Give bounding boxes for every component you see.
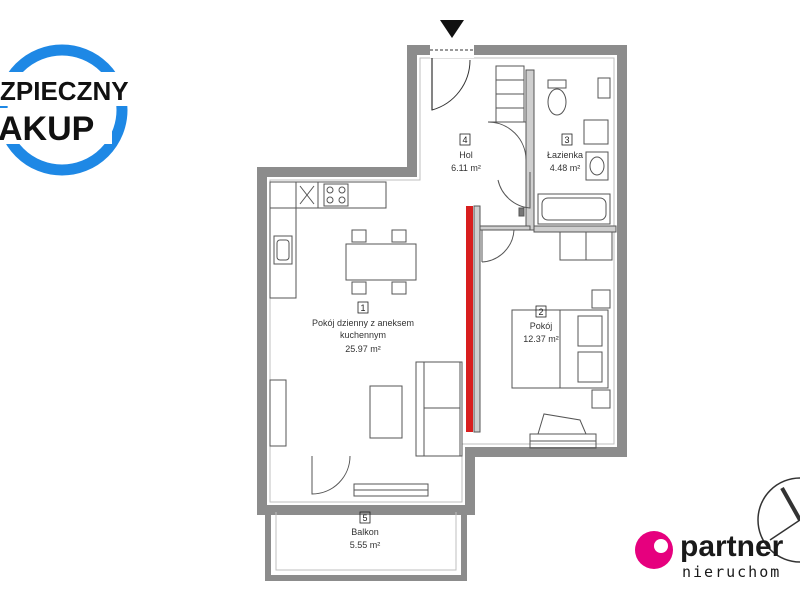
room-area: 12.37 m² <box>523 334 559 344</box>
balcony-door <box>311 455 429 497</box>
partner-logo: partner nieruchom <box>635 530 784 581</box>
room-pokoj-dzienny: 1 Pokój dzienny z aneksem kuchennym 25.9… <box>312 301 414 354</box>
kitchen-counter <box>269 181 387 299</box>
room-hol: 4 Hol 6.11 m² <box>451 133 481 173</box>
coffee-table <box>369 385 403 439</box>
room-number: 5 <box>362 513 367 523</box>
dining-table <box>345 229 417 295</box>
interior-walls <box>473 69 617 433</box>
room-name-cont: kuchennym <box>340 330 386 340</box>
bedroom-window <box>529 413 597 449</box>
logo-name: partner <box>680 530 784 563</box>
room-area: 25.97 m² <box>345 344 381 354</box>
bed <box>511 289 611 409</box>
room-name: Pokój <box>530 321 553 331</box>
outer-walls <box>257 45 627 515</box>
bedroom-wardrobe <box>559 231 613 261</box>
room-name: Balkon <box>351 527 379 537</box>
room-name: Pokój dzienny z aneksem <box>312 318 414 328</box>
bathroom-door <box>497 172 531 217</box>
badge-line1: ZPIECZNY <box>0 76 129 106</box>
room-number: 2 <box>538 307 543 317</box>
highlighted-wall <box>466 206 473 432</box>
room-area: 4.48 m² <box>550 163 581 173</box>
compass-icon <box>757 477 800 563</box>
safe-purchase-badge: ZPIECZNY AKUP <box>0 44 134 176</box>
logo-subtitle: nieruchom <box>682 563 781 581</box>
room-balkon: 5 Balkon 5.55 m² <box>350 511 381 550</box>
room-number: 3 <box>564 135 569 145</box>
hall-wardrobe <box>487 65 527 161</box>
room-area: 6.11 m² <box>451 163 481 173</box>
bathroom-fixtures <box>537 77 611 225</box>
room-number: 4 <box>462 135 467 145</box>
balcony <box>265 512 467 581</box>
room-pokoj: 2 Pokój 12.37 m² <box>523 305 559 344</box>
room-lazienka: 3 Łazienka 4.48 m² <box>547 133 583 173</box>
entrance <box>430 20 474 111</box>
room-area: 5.55 m² <box>350 540 381 550</box>
bedroom-door <box>481 229 515 263</box>
entrance-arrow-icon <box>440 20 464 38</box>
room-number: 1 <box>360 303 365 313</box>
badge-line2: AKUP <box>0 110 94 148</box>
room-name: Hol <box>459 150 473 160</box>
room-name: Łazienka <box>547 150 583 160</box>
living-cabinet <box>269 379 287 447</box>
sofa <box>415 361 463 457</box>
logo-mark-icon <box>635 531 673 569</box>
